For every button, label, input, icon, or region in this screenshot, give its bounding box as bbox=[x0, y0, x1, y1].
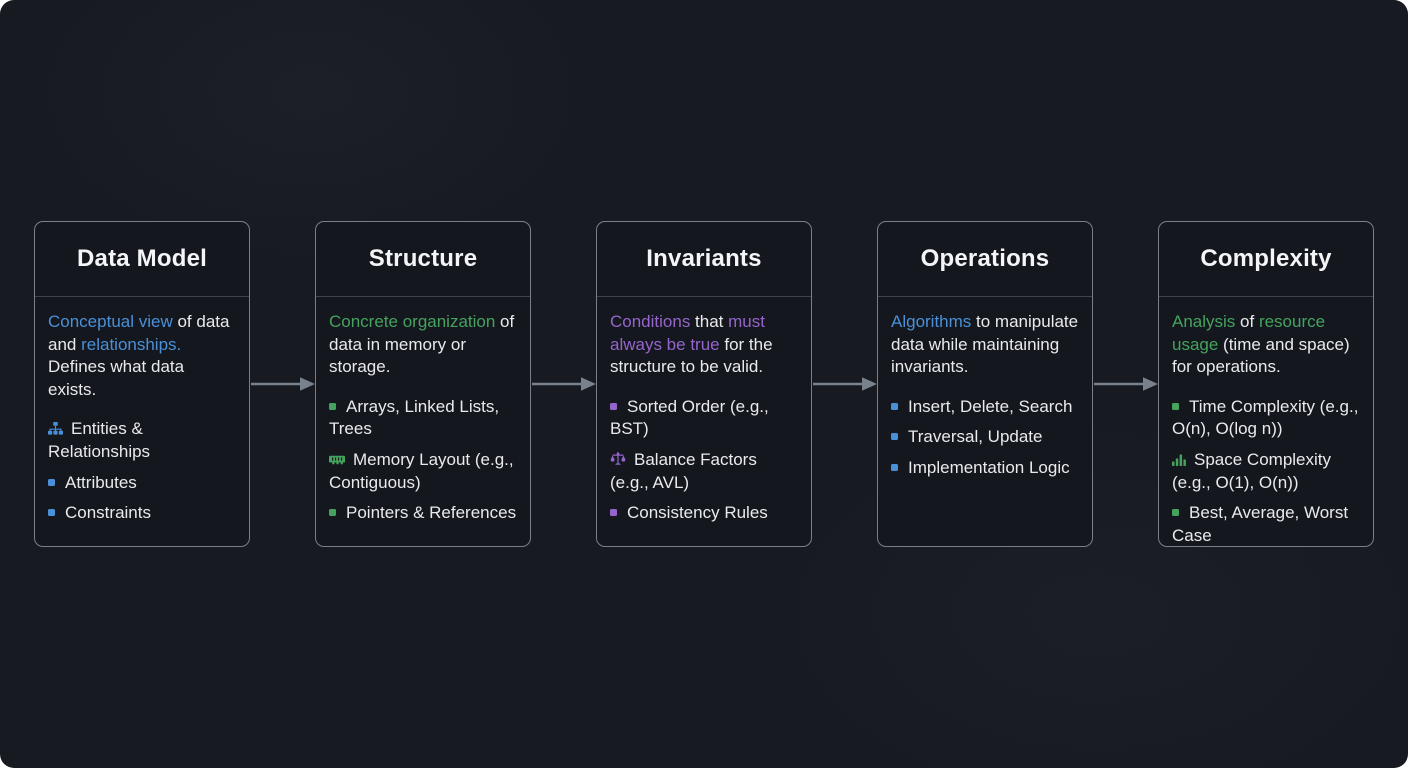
card-header: Structure bbox=[316, 222, 530, 297]
card-title: Data Model bbox=[76, 245, 207, 272]
description-accent-text: Analysis bbox=[1172, 312, 1236, 331]
square-bullet-icon bbox=[610, 509, 617, 517]
bullet-text: Consistency Rules bbox=[627, 503, 768, 523]
bullet-text: Space Complexity (e.g., O(1), O(n)) bbox=[1172, 450, 1332, 492]
flow-arrow bbox=[531, 221, 596, 547]
card-header: Data Model bbox=[35, 222, 249, 297]
card-description: Conceptual view of data and relationship… bbox=[48, 311, 236, 401]
balance-scale-icon bbox=[610, 449, 626, 472]
bullet-item: Sorted Order (e.g., BST) bbox=[610, 396, 798, 441]
bullet-text: Sorted Order (e.g., BST) bbox=[610, 396, 769, 439]
description-text: Defines what data exists. bbox=[48, 357, 185, 399]
bullet-item: Constraints bbox=[48, 502, 236, 525]
bullet-item: Memory Layout (e.g., Contiguous) bbox=[329, 449, 517, 494]
description-text: of data in memory or storage. bbox=[329, 312, 515, 377]
card-body: Conceptual view of data and relationship… bbox=[35, 297, 249, 543]
arrow-icon bbox=[1093, 377, 1158, 391]
card-title: Operations bbox=[920, 245, 1050, 272]
description-text: to manipulate data while maintaining inv… bbox=[891, 312, 1079, 377]
square-bullet-icon bbox=[48, 509, 55, 517]
card-header: Operations bbox=[878, 222, 1092, 297]
description-accent-text: relationships. bbox=[81, 334, 182, 354]
description-accent-text: Conceptual view bbox=[48, 312, 173, 331]
arrow-icon bbox=[250, 377, 315, 391]
bullet-item: Insert, Delete, Search bbox=[891, 396, 1079, 419]
arrow-icon bbox=[812, 377, 877, 391]
flow-arrow bbox=[250, 221, 315, 547]
bullet-text: Insert, Delete, Search bbox=[908, 396, 1073, 416]
card-header: Complexity bbox=[1159, 222, 1373, 297]
card-body: Analysis of resource usage (time and spa… bbox=[1159, 297, 1373, 565]
description-accent-text: resource usage bbox=[1172, 312, 1326, 354]
description-accent-text: must always be true bbox=[610, 312, 765, 354]
description-text: (time and space) for operations. bbox=[1172, 334, 1350, 377]
bullet-item: Implementation Logic bbox=[891, 457, 1079, 480]
bullet-item: Balance Factors (e.g., AVL) bbox=[610, 449, 798, 494]
bullet-text: Arrays, Linked Lists, Trees bbox=[329, 396, 500, 439]
description-text: of bbox=[1235, 312, 1259, 331]
square-bullet-icon bbox=[329, 509, 336, 517]
bullet-item: Entities & Relationships bbox=[48, 418, 236, 463]
bullet-item: Space Complexity (e.g., O(1), O(n)) bbox=[1172, 449, 1360, 494]
square-bullet-icon bbox=[48, 478, 55, 486]
card-body: Conditions that must always be true for … bbox=[597, 297, 811, 543]
description-text: of data and bbox=[48, 312, 230, 354]
bullet-text: Constraints bbox=[65, 503, 151, 523]
memory-icon bbox=[329, 449, 345, 472]
bullet-item: Traversal, Update bbox=[891, 426, 1079, 449]
flow-arrow bbox=[812, 221, 877, 547]
card-description: Algorithms to manipulate data while main… bbox=[891, 311, 1079, 379]
bullet-item: Arrays, Linked Lists, Trees bbox=[329, 396, 517, 441]
card-description: Conditions that must always be true for … bbox=[610, 311, 798, 379]
card-title: Complexity bbox=[1200, 245, 1332, 272]
card-title: Invariants bbox=[646, 245, 762, 272]
square-bullet-icon bbox=[1172, 509, 1179, 517]
bullet-text: Pointers & References bbox=[346, 503, 517, 523]
bullet-item: Attributes bbox=[48, 472, 236, 495]
flow-arrow bbox=[1093, 221, 1158, 547]
description-accent-text: Conditions bbox=[610, 312, 691, 331]
description-accent-text: Concrete organization bbox=[329, 312, 496, 331]
square-bullet-icon bbox=[891, 433, 898, 441]
description-text: for the structure to be valid. bbox=[610, 334, 773, 377]
bullet-item: Best, Average, Worst Case bbox=[1172, 502, 1360, 547]
card-description: Analysis of resource usage (time and spa… bbox=[1172, 311, 1360, 379]
bullet-text: Entities & Relationships bbox=[48, 419, 151, 462]
square-bullet-icon bbox=[610, 402, 617, 410]
bullet-text: Time Complexity (e.g., O(n), O(log n)) bbox=[1172, 396, 1359, 439]
card-body: Concrete organization of data in memory … bbox=[316, 297, 530, 543]
description-accent-text: Algorithms bbox=[891, 312, 972, 331]
card-body: Algorithms to manipulate data while main… bbox=[878, 297, 1092, 498]
card-header: Invariants bbox=[597, 222, 811, 297]
sitemap-icon bbox=[48, 418, 63, 441]
bullet-item: Consistency Rules bbox=[610, 502, 798, 525]
square-bullet-icon bbox=[329, 402, 336, 410]
arrow-icon bbox=[531, 377, 596, 391]
bullet-text: Balance Factors (e.g., AVL) bbox=[610, 450, 757, 492]
bullet-item: Pointers & References bbox=[329, 502, 517, 525]
card-title: Structure bbox=[368, 245, 478, 272]
bullet-text: Memory Layout (e.g., Contiguous) bbox=[329, 450, 514, 492]
card-description: Concrete organization of data in memory … bbox=[329, 311, 517, 379]
bullet-text: Traversal, Update bbox=[908, 427, 1043, 447]
square-bullet-icon bbox=[891, 464, 898, 472]
square-bullet-icon bbox=[1172, 402, 1179, 410]
bullet-text: Attributes bbox=[65, 472, 137, 492]
bullet-text: Best, Average, Worst Case bbox=[1172, 503, 1349, 545]
square-bullet-icon bbox=[891, 402, 898, 410]
bar-chart-icon bbox=[1172, 449, 1186, 472]
bullet-text: Implementation Logic bbox=[908, 458, 1070, 478]
bullet-item: Time Complexity (e.g., O(n), O(log n)) bbox=[1172, 396, 1360, 441]
description-text: that bbox=[690, 312, 729, 331]
